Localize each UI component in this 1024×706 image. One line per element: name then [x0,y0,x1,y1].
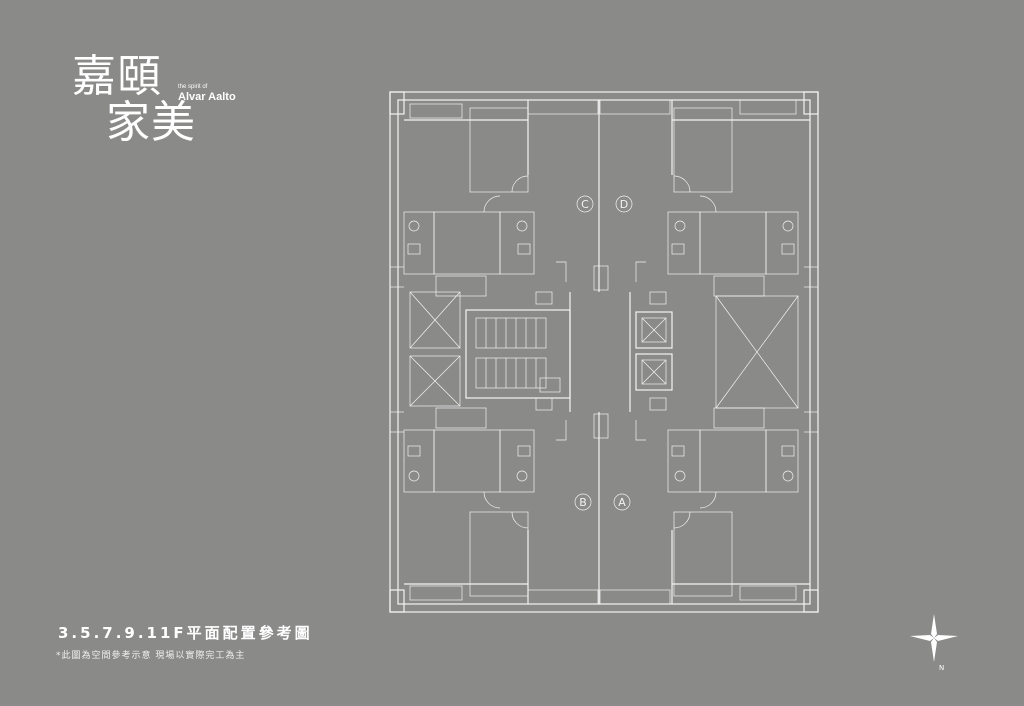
central-corridor [569,265,631,439]
brand-logo: 嘉頤 the spirit of Alvar Aalto 家美 [72,54,252,154]
bathrooms [403,211,799,493]
svg-text:A: A [618,496,626,509]
elevators [635,311,673,391]
outer-walls [389,91,819,613]
bedrooms [433,107,767,597]
north-label: N [939,664,944,672]
svg-text:B: B [579,496,587,509]
stairwell [465,309,571,399]
unit-partitions [404,100,810,604]
north-arrow-icon: N [910,614,958,672]
logo-tagline-english: Alvar Aalto [178,91,236,103]
logo-tagline-small: the spirit of [178,84,208,90]
svg-text:D: D [620,198,628,211]
unit-label-c: C [576,195,594,213]
service-rooms [435,261,765,441]
plan-disclaimer: *此圖為空間參考示意 現場以實際完工為主 [56,651,246,661]
light-wells [409,291,799,409]
unit-label-b: B [574,493,592,511]
logo-chinese-line2: 家美 [106,97,196,148]
unit-label-a: A [613,493,631,511]
plan-title: 3.5.7.9.11F平面配置參考圖 [58,624,313,642]
logo-chinese-line1: 嘉頤 [72,51,162,102]
balconies [409,99,797,605]
unit-label-d: D [615,195,633,213]
svg-text:C: C [581,198,589,211]
